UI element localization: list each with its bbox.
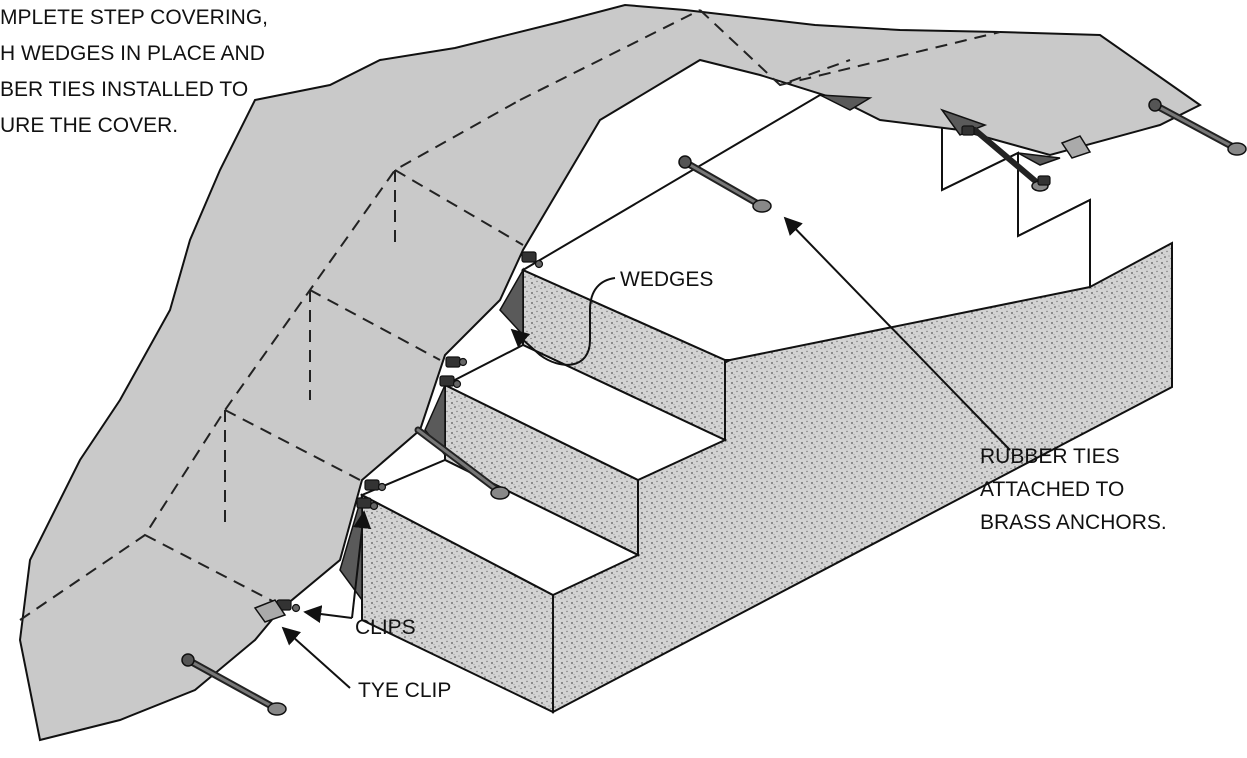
clip-back-1: [961, 125, 975, 136]
tye-clip-back: [1060, 135, 1092, 159]
clip-top: [521, 251, 544, 269]
wedge-top: [499, 267, 524, 337]
fold-lines: [19, 9, 1001, 621]
middle-tread: [442, 343, 728, 482]
rubber-tie-landing: [678, 155, 772, 213]
callout-leaders: [281, 216, 1011, 689]
rubber-ties-label: RUBBER TIES ATTACHED TO BRASS ANCHORS.: [980, 445, 1167, 534]
treads: [359, 93, 1091, 597]
caption-line-3: BER TIES INSTALLED TO: [0, 78, 248, 101]
wedge-back-1: [819, 94, 873, 111]
caption: MPLETE STEP COVERING, H WEDGES IN PLACE …: [0, 6, 268, 137]
rubber-tie-middle: [414, 426, 510, 500]
tye-clip-leader: [281, 626, 351, 689]
rubber-tie-back-right: [1148, 98, 1247, 156]
caption-line-4: URE THE COVER.: [0, 114, 178, 137]
cover-sheet: [18, 3, 1202, 742]
tye-clips: [253, 135, 1092, 623]
step-cover: [18, 3, 1202, 742]
wedge-back-3: [1017, 152, 1061, 166]
rubber-ties-line-2: ATTACHED TO: [980, 478, 1124, 501]
tye-clip-label: TYE CLIP: [358, 679, 451, 702]
clip-mid-1: [445, 356, 468, 368]
clip-low-2: [356, 497, 379, 511]
rubber-ties-line-1: RUBBER TIES: [980, 445, 1120, 468]
rubber-ties: [181, 98, 1247, 716]
wedges-label: WEDGES: [620, 268, 713, 291]
clips-label: CLIPS: [355, 616, 416, 639]
rubber-tie-front: [181, 653, 287, 716]
bottom-tread: [359, 458, 641, 597]
rubber-ties-line-3: BRASS ANCHORS.: [980, 511, 1167, 534]
clips-leader-1: [351, 510, 372, 619]
caption-line-2: H WEDGES IN PLACE AND: [0, 42, 265, 65]
clips-leader-2: [303, 605, 353, 623]
clip-mid-2: [439, 375, 462, 389]
wedges-leader: [510, 277, 616, 366]
tye-clip-front: [253, 599, 287, 623]
clip-back-2: [1037, 175, 1051, 186]
rubber-ties-leader: [783, 216, 1011, 451]
caption-line-1: MPLETE STEP COVERING,: [0, 6, 268, 29]
clip-low-1: [364, 479, 387, 492]
